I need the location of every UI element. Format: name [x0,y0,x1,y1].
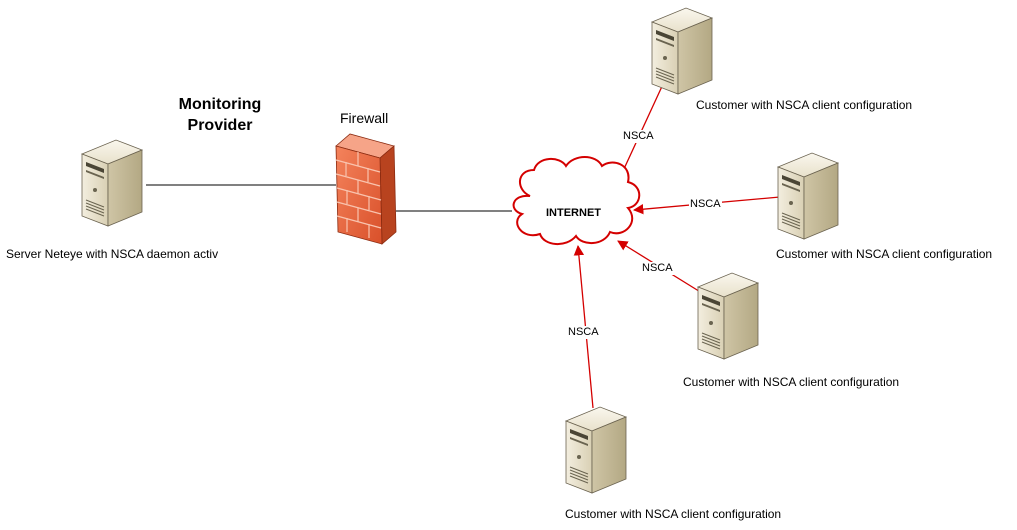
customer-1-label: Customer with NSCA client configuration [696,98,913,112]
customer-server-1-icon [651,7,713,95]
customer-2-label: Customer with NSCA client configuration [776,247,993,261]
server-neteye-icon [81,139,143,227]
title-line-1: Monitoring [178,96,262,113]
firewall-label: Firewall [340,110,389,126]
nsca-label-4: NSCA [567,326,600,339]
customer-server-4-icon [565,406,627,494]
customer-server-2-icon [777,152,839,240]
nsca-label-1: NSCA [622,130,655,143]
nsca-label-2: NSCA [689,198,722,211]
customer-4-label: Customer with NSCA client configuration [565,507,782,521]
internet-label: INTERNET [546,207,601,219]
nsca-label-3: NSCA [641,262,674,275]
server-neteye-label: Server Neteye with NSCA daemon activ [6,247,219,261]
internet-cloud-icon [512,156,641,245]
title-line-2: Provider [187,117,253,134]
monitoring-provider-title: Monitoring Provider [160,94,280,136]
customer-3-label: Customer with NSCA client configuration [683,375,900,389]
customer-server-3-icon [697,272,759,360]
firewall-icon [335,133,397,245]
